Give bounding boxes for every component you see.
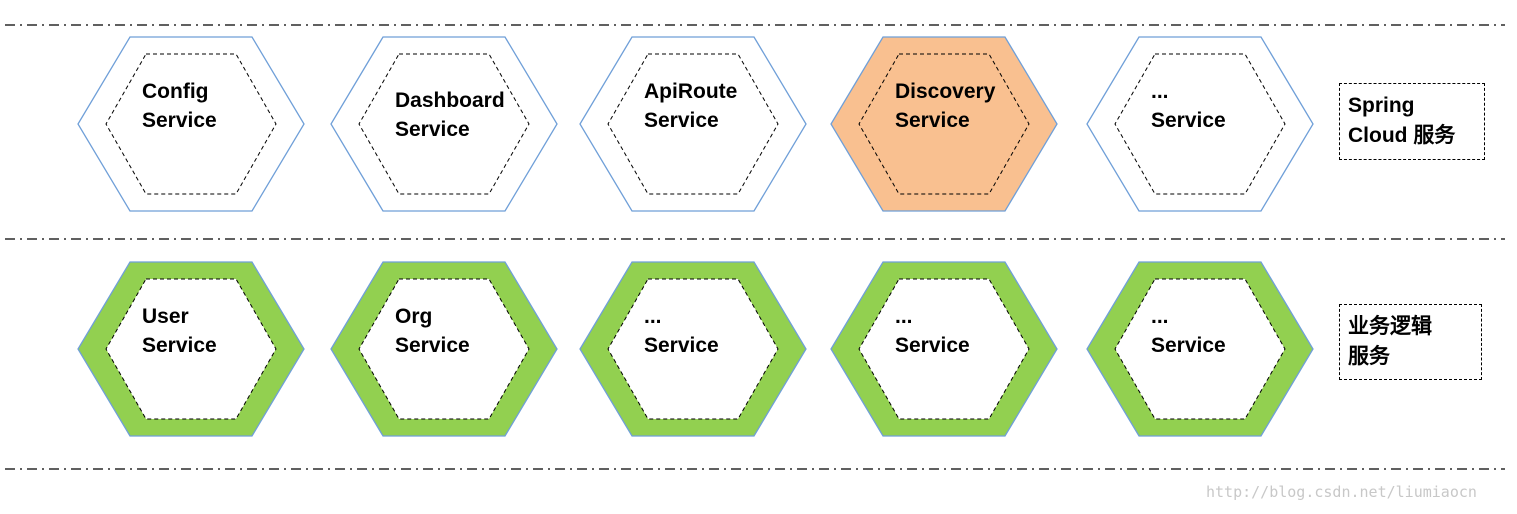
service-label-line2: Service [142,109,217,132]
hexagon-inner-r0-c4 [1114,53,1286,195]
legend-spring-cloud-line2: Cloud 服务 [1348,124,1456,147]
service-label-r1-c2: ... Service [644,302,719,360]
service-label-line2: Service [644,109,719,132]
hexagon-outer-r0-c0 [77,36,305,212]
service-label-line1: User [142,305,189,328]
service-label-line1: ... [644,305,662,328]
service-label-line1: ... [1151,305,1169,328]
hexagon-inner-r1-c4 [1114,278,1286,420]
hexagon-inner-r1-c1 [358,278,530,420]
service-label-line1: ... [895,305,913,328]
service-label-line2: Service [395,118,470,141]
service-label-line1: Org [395,305,433,328]
legend-spring-cloud-line1: Spring [1348,94,1415,117]
hexagon-inner-r1-c3 [858,278,1030,420]
service-label-line1: Dashboard [395,89,505,112]
service-label-line1: Config [142,80,209,103]
hexagon-outer-r0-c3 [830,36,1058,212]
hexagon-inner-r0-c2 [607,53,779,195]
hexagon-inner-r0-c0 [105,53,277,195]
service-label-r1-c4: ... Service [1151,302,1226,360]
legend-spring-cloud-services: Spring Cloud 服务 [1339,83,1485,160]
legend-business-logic-line1: 业务逻辑 [1348,315,1432,338]
hexagon-outer-r0-c2 [579,36,807,212]
hexagon-inner-r0-c1 [358,53,530,195]
service-label-line2: Service [644,334,719,357]
service-label-line2: Service [1151,109,1226,132]
legend-business-logic-services: 业务逻辑 服务 [1339,304,1482,380]
service-label-line1: Discovery [895,80,996,103]
service-label-line2: Service [1151,334,1226,357]
service-label-r0-c4: ... Service [1151,77,1226,135]
hexagon-outer-r0-c1 [330,36,558,212]
service-label-line2: Service [142,334,217,357]
hexagon-inner-r0-c3 [858,53,1030,195]
service-label-line1: ... [1151,80,1169,103]
service-label-line2: Service [895,109,970,132]
service-label-line1: ApiRoute [644,80,738,103]
watermark-url: http://blog.csdn.net/liumiaocn [1206,483,1477,501]
service-label-line2: Service [395,334,470,357]
hexagon-inner-r1-c0 [105,278,277,420]
hexagon-inner-r1-c2 [607,278,779,420]
hexagon-outer-r0-c4 [1086,36,1314,212]
service-label-r1-c3: ... Service [895,302,970,360]
legend-business-logic-line2: 服务 [1348,345,1390,368]
service-label-line2: Service [895,334,970,357]
